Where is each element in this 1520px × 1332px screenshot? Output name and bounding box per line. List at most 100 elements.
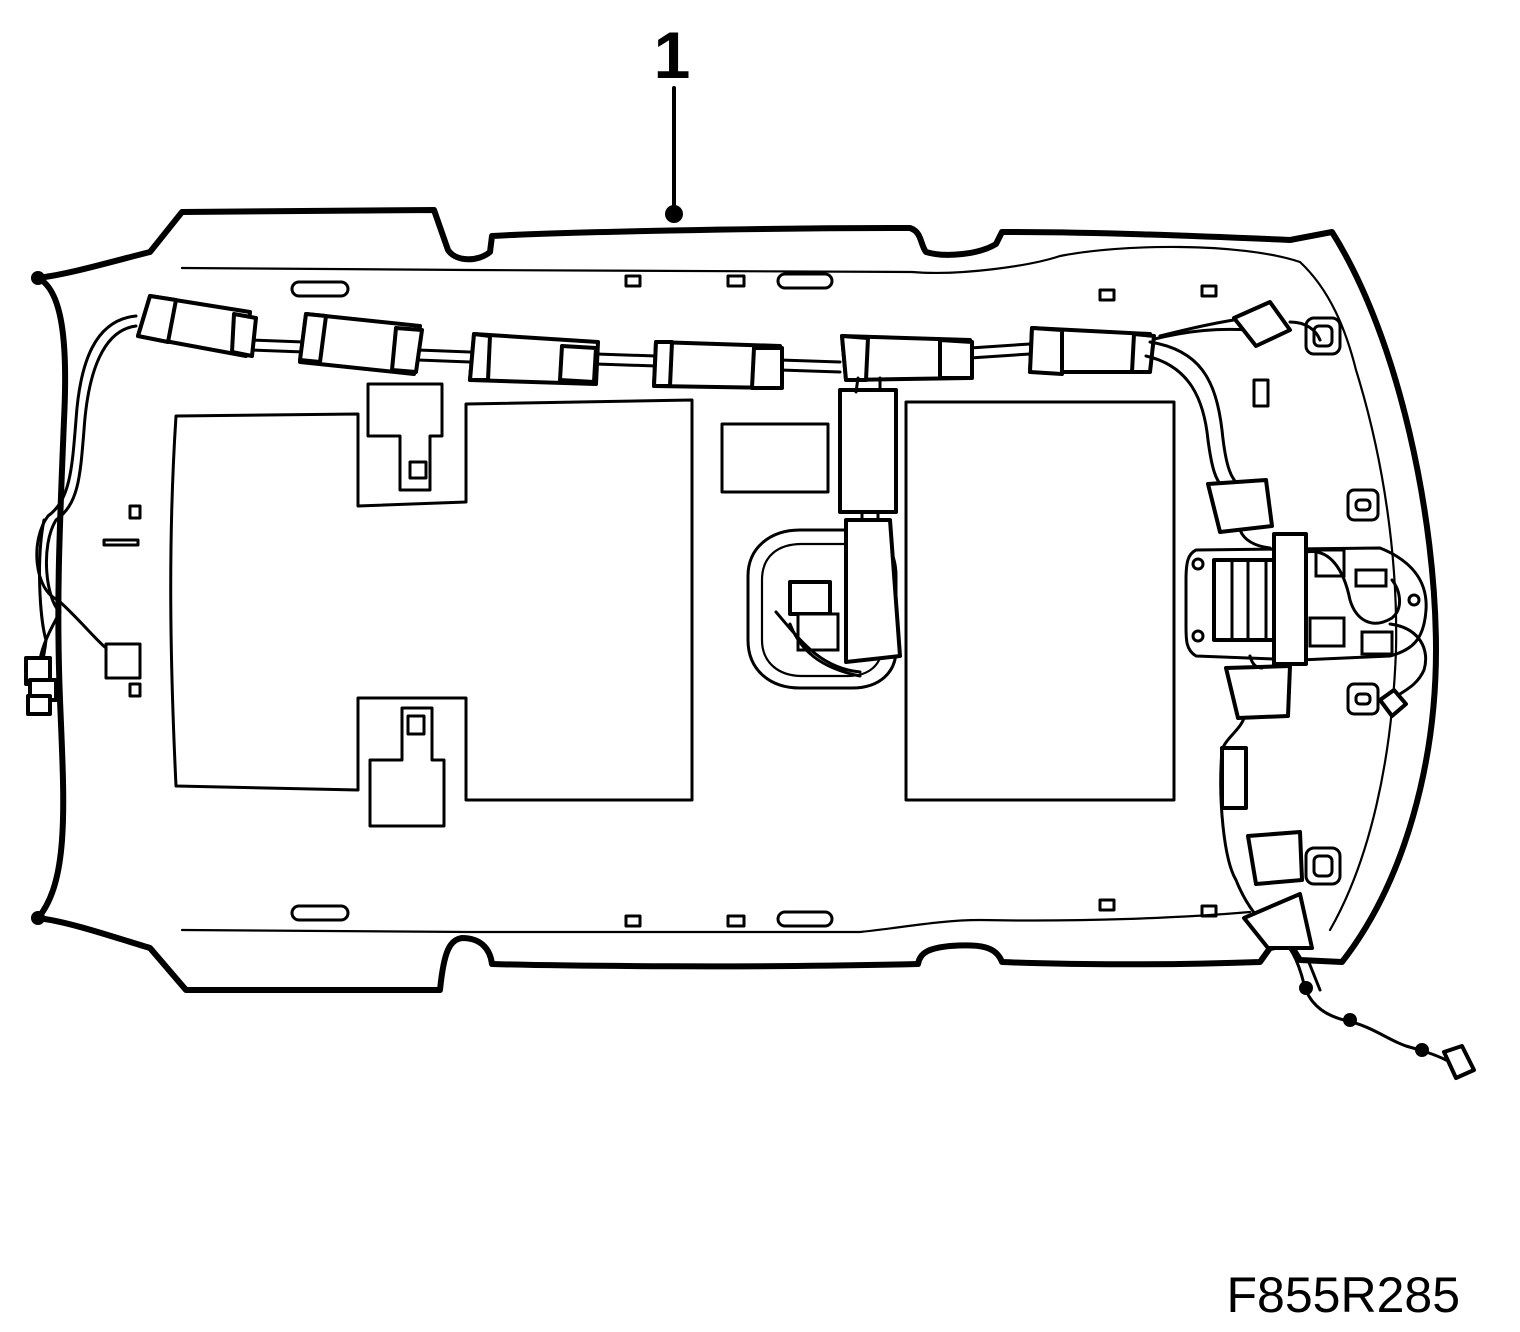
clip-3-end (468, 332, 492, 382)
module-ribs (1230, 558, 1268, 642)
grommet-right-1 (1346, 488, 1380, 522)
lamp-drop-harness (838, 376, 902, 664)
callout-1: 1 (654, 18, 691, 223)
hole-left-2 (128, 682, 142, 698)
module-clip (1272, 532, 1308, 666)
lamp-connector (788, 580, 832, 616)
hole-top-4 (1200, 284, 1218, 298)
left-edge-dot-top (31, 271, 45, 285)
tab-lower (368, 706, 446, 828)
hole-top-2 (726, 274, 746, 288)
rear-connector (1246, 830, 1304, 886)
grommet-right-2-inner (1354, 692, 1372, 706)
drop-wire-mid (860, 510, 880, 522)
harness-clip-3 (468, 332, 600, 386)
grommet-top-right (1304, 316, 1342, 356)
callout-label: 1 (654, 18, 691, 92)
slot-bottom-center (776, 910, 834, 928)
rear-exit-node-3 (1415, 1043, 1429, 1057)
rear-exit-node-1 (1299, 981, 1313, 995)
left-harness (24, 314, 138, 716)
bracket-hole-top (1191, 557, 1205, 571)
module-exit-wire (1388, 622, 1428, 702)
top-right-connector (1232, 300, 1292, 348)
grommet-right-1-inner (1354, 498, 1372, 512)
front-panel (169, 398, 694, 802)
grommet-right-2 (1346, 682, 1380, 716)
harness-trunk-top (248, 327, 1252, 364)
harness-clip-4 (652, 340, 784, 390)
grommet-top-right-inner (1312, 324, 1334, 348)
clip-1-cap (230, 312, 258, 358)
right-bundle-wire-3 (1158, 316, 1248, 338)
harness-clip-2 (298, 312, 424, 376)
clip-4-end (652, 340, 674, 388)
clip-2-cap (390, 326, 424, 374)
hole-top-3 (1098, 288, 1116, 302)
inner-rim-bottom (180, 910, 1252, 934)
module-sub-connector-4 (1360, 630, 1394, 656)
slot-bottom-left (290, 904, 350, 922)
module-loop-wire (1304, 550, 1401, 625)
inner-rim-top (180, 245, 1358, 372)
clip-2-end (298, 312, 328, 364)
clip-5-cap (938, 338, 974, 380)
harness-clip-6 (1028, 326, 1156, 376)
clip-6-cap (1130, 332, 1156, 374)
inner-rim-right (1328, 368, 1398, 932)
grommet-bottom-right-inner (1312, 854, 1334, 878)
module-lower-connector (1224, 664, 1292, 720)
left-connector-3 (26, 694, 52, 716)
hole-right-1 (1252, 378, 1270, 408)
module-sub-connector-3 (1354, 568, 1388, 588)
rear-grommet (1242, 892, 1314, 950)
bracket-hole-bottom (1191, 629, 1205, 643)
drop-sleeve-upper (838, 388, 898, 514)
figure-code: F855R285 (1227, 1267, 1461, 1323)
harness-clip-1 (136, 294, 258, 358)
headliner-outline (31, 207, 1439, 993)
module-lower-wire-top (1248, 654, 1264, 670)
hole-bottom-3 (1098, 898, 1116, 912)
slit-left (102, 538, 140, 547)
mounting-slots (102, 272, 1380, 928)
clip-6-end (1028, 326, 1064, 376)
rear-panel (904, 400, 1176, 802)
tab-upper (366, 382, 444, 492)
rear-exit-node-2 (1343, 1013, 1357, 1027)
rear-exit-plug (1442, 1044, 1476, 1080)
clip-4-cap (750, 346, 784, 390)
right-module (1184, 300, 1428, 720)
harness-trunk-bottom (248, 348, 1032, 374)
tab-lower-hole (406, 714, 426, 736)
main-harness (136, 294, 1252, 664)
clip-3-cap (558, 344, 598, 384)
center-label-plate (720, 422, 830, 494)
hole-left-1 (128, 504, 142, 520)
drop-sleeve-lower (844, 518, 902, 664)
module-exit-plug (1378, 688, 1408, 718)
left-harness-wire-1 (35, 314, 138, 650)
module-sub-connector-2 (1308, 616, 1346, 648)
slot-top-center (776, 272, 834, 290)
hole-bottom-1 (624, 914, 642, 928)
headliner-left-edge (35, 275, 69, 921)
right-bundle-wire-1 (1148, 340, 1242, 488)
module-bracket (1184, 546, 1428, 662)
grommet-bottom-right (1304, 846, 1342, 886)
harness-clip-5 (840, 334, 974, 382)
top-right-connector-wire (1288, 320, 1322, 342)
left-edge-dot-bottom (31, 911, 45, 925)
module-upper-wire (1238, 528, 1272, 550)
rear-exit-harness (1219, 716, 1476, 1080)
callout-dot (665, 205, 683, 223)
pad-left (104, 642, 142, 680)
right-bundle-wire-2 (1144, 354, 1224, 488)
hole-bottom-4 (1200, 904, 1218, 918)
hole-top-1 (624, 274, 642, 288)
hole-bottom-2 (726, 914, 746, 928)
headliner-outer-edge (35, 207, 1439, 993)
drop-wire-top (854, 376, 882, 394)
panel-outlines (169, 382, 1176, 828)
